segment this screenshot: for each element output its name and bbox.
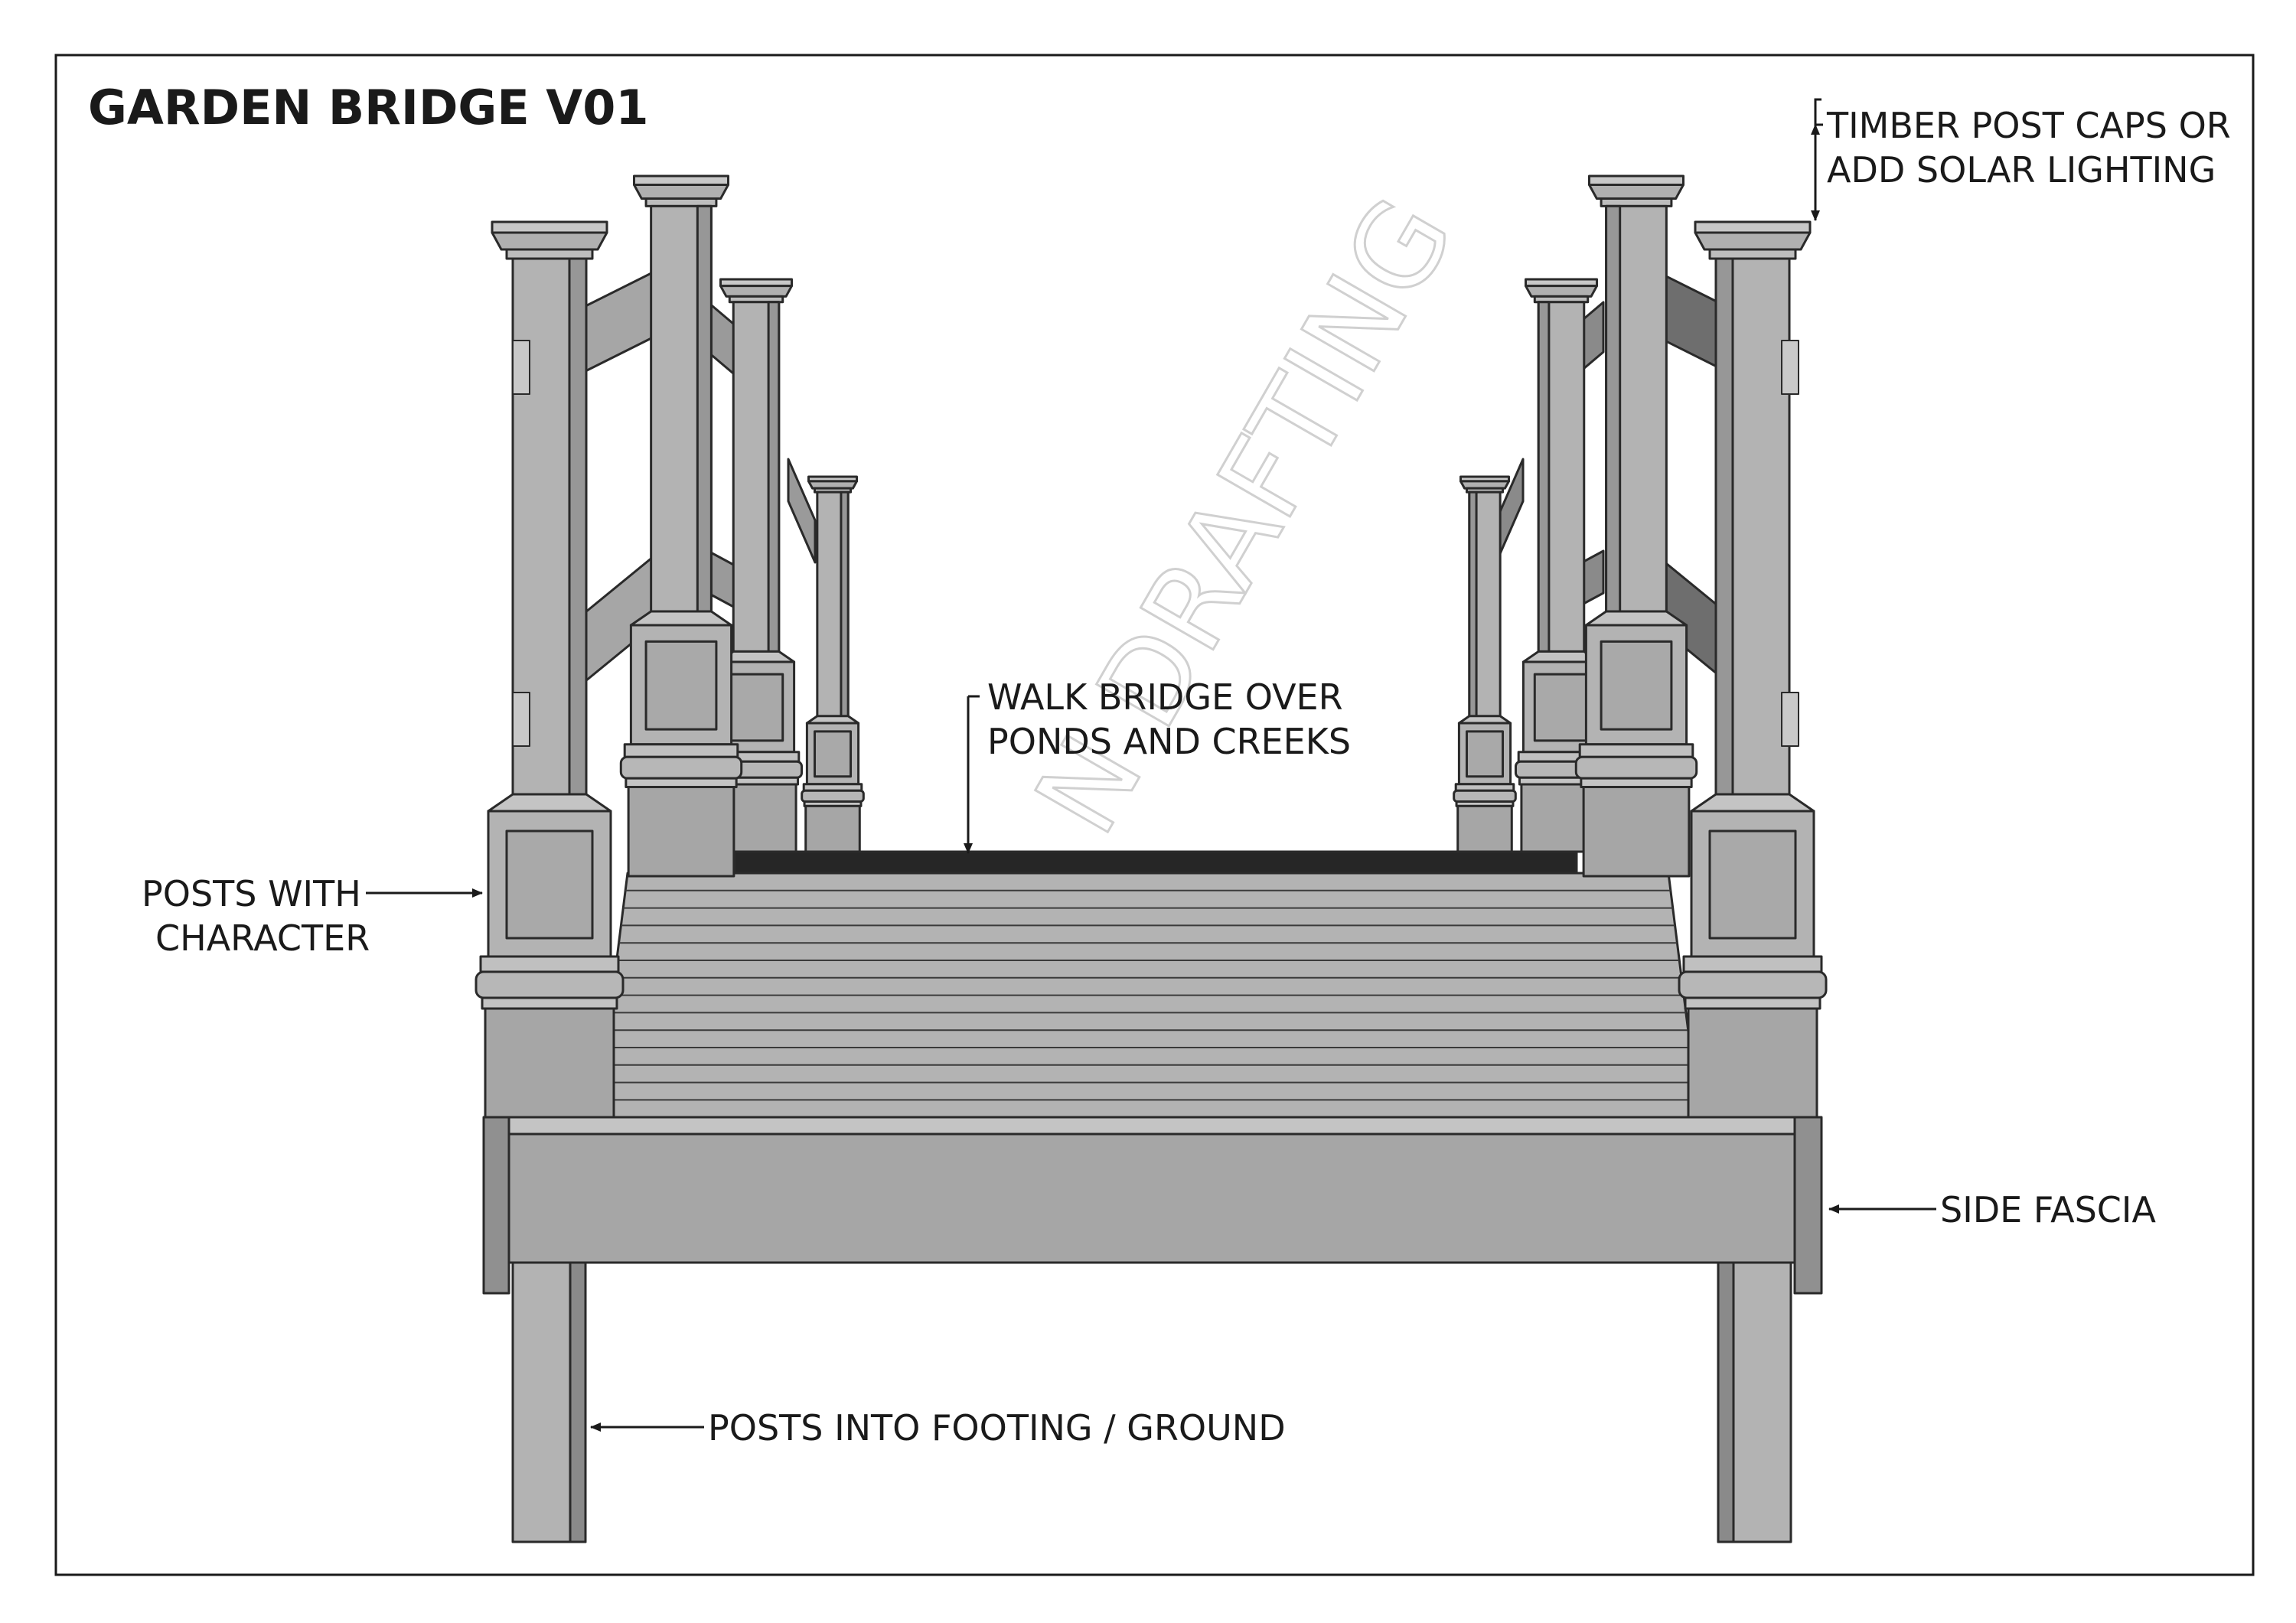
post-cap-top — [633, 174, 729, 186]
walk-bridge-line1: WALK BRIDGE OVER — [987, 676, 1343, 718]
post-shaft-side — [1714, 257, 1734, 813]
post-moulding — [1580, 777, 1693, 789]
post-cap-bevel — [1694, 231, 1812, 251]
deck-back-gap — [733, 850, 1578, 875]
post-base-panel — [644, 640, 718, 731]
posts-character-line2: CHARACTER — [155, 917, 370, 959]
front-beam — [482, 1116, 1823, 1295]
post-base-chamfer — [1690, 793, 1815, 813]
bridge — [475, 174, 1828, 1543]
post-caps-line1: TIMBER POST CAPS OR — [1826, 105, 2231, 146]
annotation-posts-character: POSTS WITH CHARACTER — [142, 873, 483, 959]
post-shaft-side — [1605, 204, 1622, 627]
post-shaft-side — [696, 204, 713, 627]
ground-posts — [511, 1261, 1792, 1543]
post-cap-bevel — [1588, 183, 1684, 200]
post-base-chamfer — [1457, 715, 1512, 725]
post-moulding — [1678, 970, 1828, 999]
post-moulding — [1578, 743, 1694, 758]
side-fascia-label: SIDE FASCIA — [1940, 1189, 2156, 1230]
post-shaft-side — [767, 301, 781, 663]
post-base-panel — [1465, 730, 1505, 778]
post-base-chamfer — [805, 715, 860, 725]
annotation-side-fascia: SIDE FASCIA — [1828, 1189, 2156, 1230]
post-base-panel — [1533, 673, 1590, 742]
front-beam-top — [504, 1116, 1800, 1136]
annotation-posts-footing: POSTS INTO FOOTING / GROUND — [590, 1407, 1286, 1449]
post-plinth — [1456, 804, 1513, 853]
posts-character-line1: POSTS WITH — [142, 873, 361, 914]
post-cap-top — [1588, 174, 1684, 186]
post-moulding — [619, 755, 743, 780]
post-plinth — [1582, 786, 1691, 878]
post-cap-top — [491, 220, 608, 234]
post-base-panel — [1600, 640, 1673, 731]
post-plinth — [804, 804, 861, 853]
posts-footing-label: POSTS INTO FOOTING / GROUND — [708, 1407, 1286, 1449]
post-base-panel — [1708, 829, 1797, 940]
post-shaft-side — [1468, 490, 1478, 725]
annotation-walk-bridge: WALK BRIDGE OVER PONDS AND CREEKS — [964, 676, 1351, 854]
post-moulding — [623, 743, 739, 758]
post-mortise-notch — [512, 692, 530, 747]
ground-post-right-side — [1717, 1261, 1735, 1543]
annotation-post-caps: TIMBER POST CAPS OR ADD SOLAR LIGHTING — [1811, 98, 2231, 221]
post-moulding — [479, 955, 620, 973]
post-moulding — [801, 789, 865, 803]
post-moulding — [475, 970, 625, 999]
post-shaft-side — [1537, 301, 1551, 663]
post-cap-bevel — [1459, 480, 1510, 490]
post-moulding — [1574, 755, 1698, 780]
post-base-panel — [728, 673, 784, 742]
post-cap-collar — [505, 248, 594, 260]
post-plinth — [484, 1007, 615, 1119]
post-base-chamfer — [1521, 650, 1601, 663]
post-cap-bevel — [1525, 285, 1598, 298]
post-moulding — [481, 996, 618, 1010]
post-base-panel — [813, 730, 853, 778]
ground-post-left-side — [569, 1261, 587, 1543]
post-right-front-inner — [1574, 174, 1698, 878]
post-shaft-side — [568, 257, 588, 813]
post-base-chamfer — [629, 610, 733, 627]
post-cap-bevel — [807, 480, 858, 490]
post-right-front — [1678, 220, 1828, 1119]
newel-posts — [475, 174, 1828, 1119]
post-moulding — [1682, 955, 1823, 973]
post-moulding — [625, 777, 738, 789]
post-cap-bevel — [633, 183, 729, 200]
post-cap-collar — [1708, 248, 1797, 260]
post-moulding — [1453, 789, 1517, 803]
post-left-front — [475, 220, 625, 1119]
post-mortise-notch — [1781, 692, 1799, 747]
post-cap-bevel — [719, 285, 793, 298]
post-mortise-notch — [512, 340, 530, 395]
side-fascia-right — [1793, 1116, 1823, 1295]
drawing-border — [54, 54, 2255, 1576]
post-moulding — [1684, 996, 1821, 1010]
side-fascia-left — [482, 1116, 510, 1295]
deck-boards — [595, 850, 1701, 1119]
post-base-panel — [505, 829, 594, 940]
post-base-chamfer — [1584, 610, 1688, 627]
post-base-chamfer — [487, 793, 612, 813]
post-cap-top — [1694, 220, 1812, 234]
post-left-back — [801, 475, 865, 853]
post-plinth — [1687, 1007, 1818, 1119]
post-caps-line2: ADD SOLAR LIGHTING — [1827, 149, 2216, 191]
post-right-back — [1453, 475, 1517, 853]
post-left-front-inner — [619, 174, 743, 878]
post-shaft-side — [840, 490, 850, 725]
drawing-title: GARDEN BRIDGE V01 — [88, 80, 649, 135]
post-mortise-notch — [1781, 340, 1799, 395]
front-beam-face — [507, 1133, 1796, 1264]
deck-plank-lines — [598, 889, 1698, 1101]
left-brace-upper-back — [787, 458, 817, 564]
post-plinth — [627, 786, 735, 878]
post-cap-bevel — [491, 231, 608, 251]
walk-bridge-line2: PONDS AND CREEKS — [987, 721, 1351, 762]
